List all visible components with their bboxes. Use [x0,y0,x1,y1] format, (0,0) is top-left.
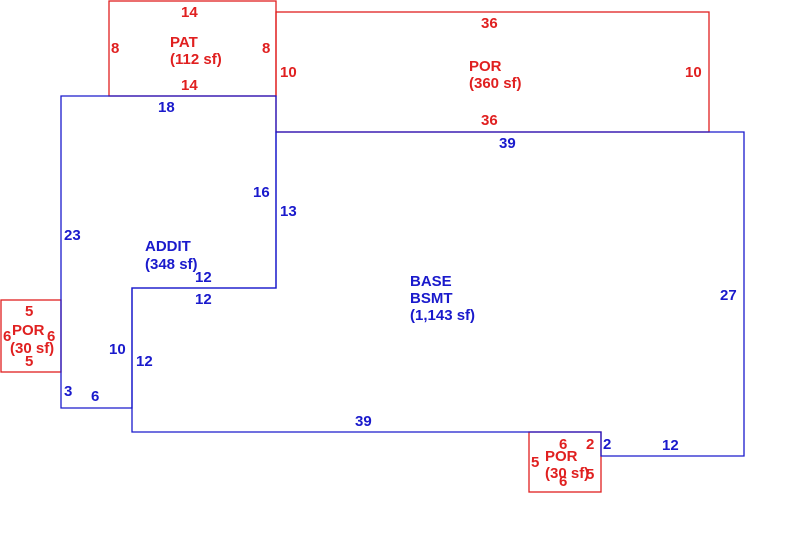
base-outline [131,131,745,457]
dim-label: 23 [64,227,81,244]
dim-label: 5 [25,303,33,320]
dim-label: 16 [253,184,270,201]
dim-label: 18 [158,99,175,116]
por-top-area: (360 sf) [469,75,522,92]
dim-label: 14 [181,77,198,94]
dim-label: 13 [280,203,297,220]
dim-label: 5 [586,466,594,483]
addit-label: ADDIT [145,238,191,255]
dim-label: 10 [280,64,297,81]
dim-label: 39 [499,135,516,152]
dim-label: 8 [262,40,270,57]
por-left-area: (30 sf) [10,340,54,357]
pat-area: (112 sf) [170,51,222,68]
dim-label: 5 [25,353,33,370]
dim-label: 6 [559,436,567,453]
dim-label: 10 [109,341,126,358]
por-bottom-area: (30 sf) [545,465,589,482]
dim-label: 6 [47,328,55,345]
dim-label: 8 [111,40,119,57]
dim-label: 6 [91,388,99,405]
addit-area: (348 sf) [145,256,198,273]
dim-label: 39 [355,413,372,430]
base-area: (1,143 sf) [410,307,475,324]
dim-label: 12 [136,353,153,370]
pat-label: PAT [170,34,198,51]
por-left-label: POR [12,322,45,339]
dim-label: 36 [481,15,498,32]
base-label: BASE [410,273,452,290]
dim-label: 27 [720,287,737,304]
dim-label: 10 [685,64,702,81]
por-top-label: POR [469,58,502,75]
dim-label: 2 [603,436,611,453]
dim-label: 3 [64,383,72,400]
por-bottom-label: POR [545,448,578,465]
bsmt-label: BSMT [410,290,453,307]
dim-label: 5 [531,454,539,471]
dim-label: 6 [3,328,11,345]
dim-label: 6 [559,473,567,490]
dim-label: 2 [586,436,594,453]
dim-label: 14 [181,4,198,21]
dim-label: 12 [195,269,212,286]
dim-label: 12 [195,291,212,308]
dim-label: 12 [662,437,679,454]
dim-label: 36 [481,112,498,129]
